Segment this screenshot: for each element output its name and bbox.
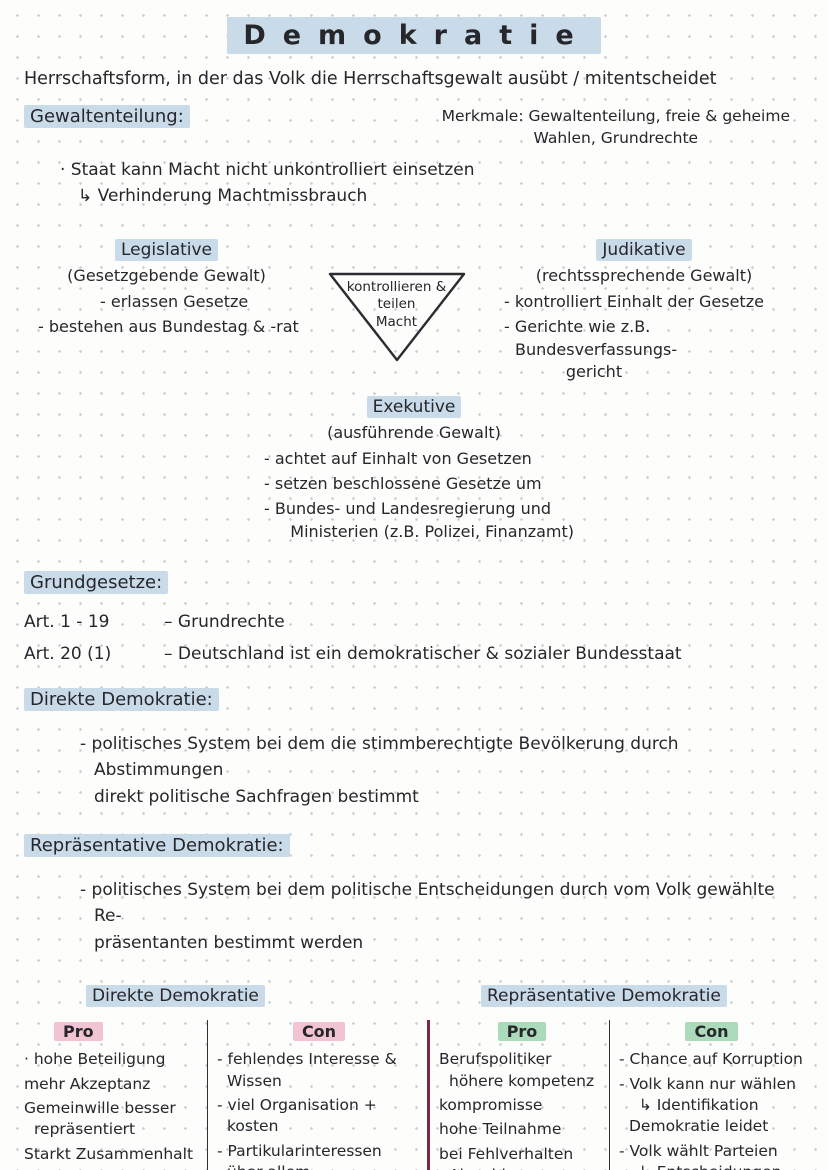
list-item: - Bundes- und Landesregierung und Minist… <box>264 499 575 541</box>
page-title: Demokratie <box>227 17 601 54</box>
direkte-text: - politisches System bei dem die stimmbe… <box>80 734 679 807</box>
list-item: bei Fehlverhalten Abwahl Berufspolitiker <box>439 1144 574 1170</box>
list-item: - Gerichte wie z.B. Bundesverfassungs- g… <box>504 317 678 382</box>
grundgesetze-rows: Art. 1 - 19 – Grundrechte Art. 20 (1) – … <box>24 612 804 664</box>
repraesentative-con-column: Con - Chance auf Korruption - Volk kann n… <box>610 1020 804 1170</box>
list-item: - Chance auf Korruption <box>619 1050 803 1069</box>
list-item: · hohe Beteiligung <box>24 1050 166 1069</box>
gewaltenteilung-diagram: Legislative (Gesetzgebende Gewalt) - erl… <box>24 238 804 387</box>
list-item: Gemeinwille besser repräsentiert <box>24 1098 176 1139</box>
list-item: - bestehen aus Bundestag & -rat <box>38 317 299 337</box>
list-item: - achtet auf Einhalt von Gesetzen <box>264 448 532 468</box>
article-text: – Grundrechte <box>164 612 285 633</box>
triangle-label: kontrollieren & teilen Macht <box>346 278 447 331</box>
exekutive-subtitle: (ausführende Gewalt) <box>327 422 501 442</box>
list-item: - Volk wählt Parteien ↳ Entscheidungen u… <box>619 1141 781 1170</box>
comparison-header-repraesentative-wrap: Repräsentative Demokratie <box>409 985 804 1008</box>
legislative-subtitle: (Gesetzgebende Gewalt) <box>67 265 266 285</box>
repraesentative-pro-items: Berufspolitiker höhere kompetenz kompromi… <box>439 1049 605 1170</box>
direkte-demokratie-section: Direkte Demokratie: - politisches System… <box>24 688 804 810</box>
exekutive-heading: Exekutive <box>366 395 462 418</box>
comparison-header-direkte-wrap: Direkte Demokratie <box>24 985 409 1008</box>
list-item: kompromisse <box>439 1095 543 1114</box>
direkte-pro-label: Pro <box>54 1022 103 1042</box>
legislative-heading-row: Legislative <box>24 238 309 261</box>
gewaltenteilung-bullets: · Staat kann Macht nicht unkontrolliert … <box>60 160 804 206</box>
legislative-block: Legislative (Gesetzgebende Gewalt) - erl… <box>24 238 309 387</box>
repraesentative-con-items: - Chance auf Korruption - Volk kann nur w… <box>619 1049 804 1170</box>
list-item: - erlassen Gesetze <box>100 291 249 311</box>
repraesentative-pro-label-row: Pro <box>439 1022 605 1042</box>
comparison-header-direkte: Direkte Demokratie <box>86 985 265 1008</box>
grundgesetze-row: Art. 20 (1) – Deutschland ist ein demokr… <box>24 644 804 664</box>
article-text: – Deutschland ist ein demokratischer & s… <box>164 644 682 665</box>
comparison-header-repraesentative: Repräsentative Demokratie <box>481 985 727 1008</box>
direkte-con-items: - fehlendes Interesse & Wissen - viel Org… <box>217 1049 421 1170</box>
exekutive-heading-row: Exekutive <box>224 395 604 418</box>
list-item: - Volk kann nur wählen ↳ Identifikation … <box>619 1074 797 1136</box>
list-item: - Partikularinteressen über allem <box>217 1141 382 1170</box>
list-item: - setzen beschlossene Gesetze um <box>264 473 542 493</box>
title-row: Demokratie <box>24 17 804 54</box>
judikative-subtitle: (rechtssprechende Gewalt) <box>535 265 753 285</box>
triangle-shape <box>328 272 465 362</box>
repraesentative-con-label-row: Con <box>619 1022 804 1042</box>
legislative-items: - erlassen Gesetze - bestehen aus Bundest… <box>24 291 309 339</box>
direkte-heading: Direkte Demokratie: <box>24 688 219 712</box>
grundgesetze-heading: Grundgesetze: <box>24 571 169 595</box>
list-item: Starkt Zusammenhalt <box>24 1144 194 1163</box>
triangle-wrap: kontrollieren & teilen Macht <box>326 270 468 368</box>
list-item: Berufspolitiker höhere kompetenz <box>439 1050 595 1090</box>
list-item: - viel Organisation + kosten <box>217 1095 377 1136</box>
merkmale-note: Merkmale: Gewaltenteilung, freie & gehei… <box>441 107 790 148</box>
repraesentative-pro-column: Pro Berufspolitiker höhere kompetenz komp… <box>430 1020 610 1170</box>
repraesentative-pro-label: Pro <box>497 1022 547 1042</box>
article-label: Art. 20 (1) <box>24 644 112 665</box>
direkte-con-label: Con <box>292 1022 346 1042</box>
judikative-heading: Judikative <box>596 238 692 261</box>
list-item: mehr Akzeptanz <box>24 1074 151 1093</box>
repraesentative-demokratie-section: Repräsentative Demokratie: - politisches… <box>24 834 804 956</box>
repraesentative-heading: Repräsentative Demokratie: <box>24 834 290 858</box>
exekutive-items: - achtet auf Einhalt von Gesetzen - setze… <box>224 448 604 544</box>
list-item: - kontrolliert Einhalt der Gesetze <box>504 291 764 311</box>
list-item: hohe Teilnahme <box>439 1120 562 1139</box>
judikative-block: Judikative (rechtssprechende Gewalt) - k… <box>484 238 804 387</box>
grundgesetze-row: Art. 1 - 19 – Grundrechte <box>24 612 804 632</box>
legislative-heading: Legislative <box>114 238 219 261</box>
article-label: Art. 1 - 19 <box>24 612 110 633</box>
gewaltenteilung-header-row: Gewaltenteilung: Merkmale: Gewaltenteilu… <box>24 105 804 150</box>
list-item: - fehlendes Interesse & Wissen <box>217 1050 397 1090</box>
triangle-block: kontrollieren & teilen Macht <box>309 240 484 387</box>
grundgesetze-section: Grundgesetze: Art. 1 - 19 – Grundrechte … <box>24 571 804 664</box>
direkte-pro-label-row: Pro <box>24 1022 201 1042</box>
definition-line: Herrschaftsform, in der das Volk die Her… <box>24 69 717 89</box>
list-item: ↳ Verhinderung Machtmissbrauch <box>78 185 368 206</box>
section-heading-gewaltenteilung: Gewaltenteilung: <box>24 105 190 128</box>
list-item: · Staat kann Macht nicht unkontrolliert … <box>60 159 475 180</box>
repraesentative-text: - politisches System bei dem politische … <box>80 880 775 953</box>
judikative-items: - kontrolliert Einhalt der Gesetze - Geri… <box>484 291 804 384</box>
exekutive-block: Exekutive (ausführende Gewalt) - achtet … <box>224 395 604 544</box>
direkte-con-label-row: Con <box>217 1022 421 1042</box>
repraesentative-con-label: Con <box>685 1022 738 1042</box>
direkte-con-column: Con - fehlendes Interesse & Wissen - viel… <box>208 1020 430 1170</box>
judikative-heading-row: Judikative <box>484 238 804 261</box>
comparison-headers: Direkte Demokratie Repräsentative Demokr… <box>24 985 804 1008</box>
